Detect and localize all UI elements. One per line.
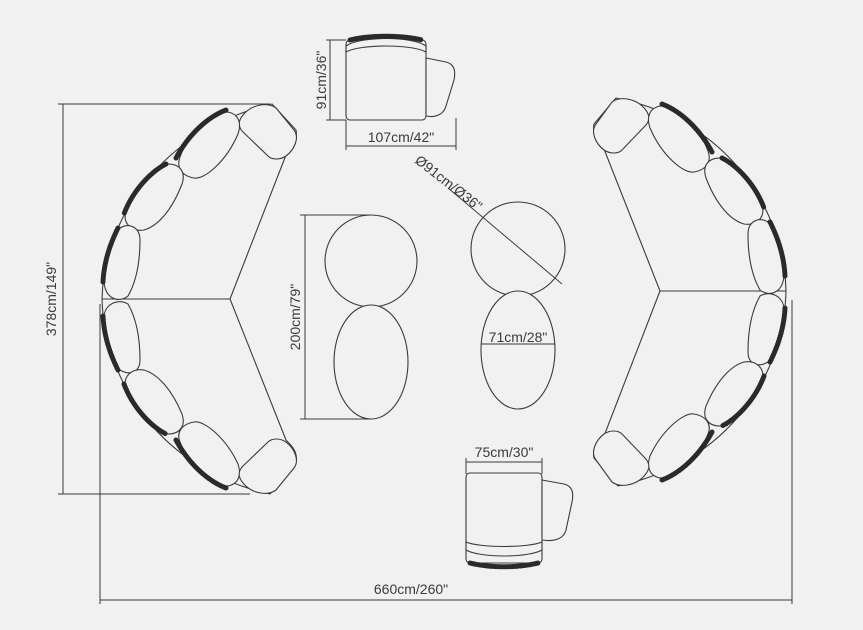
small-chair-width-label: 75cm/30"	[475, 444, 534, 460]
overall-depth-dimension: 378cm/149"	[43, 103, 270, 495]
oval-pair-length-label: 200cm/79"	[287, 284, 303, 350]
armchair-width-label: 107cm/42"	[368, 129, 434, 145]
overall-width-dimension: 660cm/260"	[99, 300, 793, 604]
round-table-diameter-label: Ø91cm/Ø36"	[412, 152, 485, 214]
overall-width-label: 660cm/260"	[374, 581, 448, 597]
top-armchair: 91cm/36" 107cm/42"	[313, 33, 457, 150]
left-curved-sofa	[100, 103, 297, 495]
overall-depth-label: 378cm/149"	[43, 262, 59, 336]
left-table-pair: 200cm/79"	[287, 214, 418, 420]
oval-table-width-label: 71cm/28"	[489, 329, 548, 345]
right-curved-sofa	[593, 97, 788, 487]
bottom-small-chair: 75cm/30"	[465, 444, 574, 570]
right-table-pair: Ø91cm/Ø36" 71cm/28"	[412, 152, 566, 410]
armchair-depth-label: 91cm/36"	[313, 51, 329, 110]
